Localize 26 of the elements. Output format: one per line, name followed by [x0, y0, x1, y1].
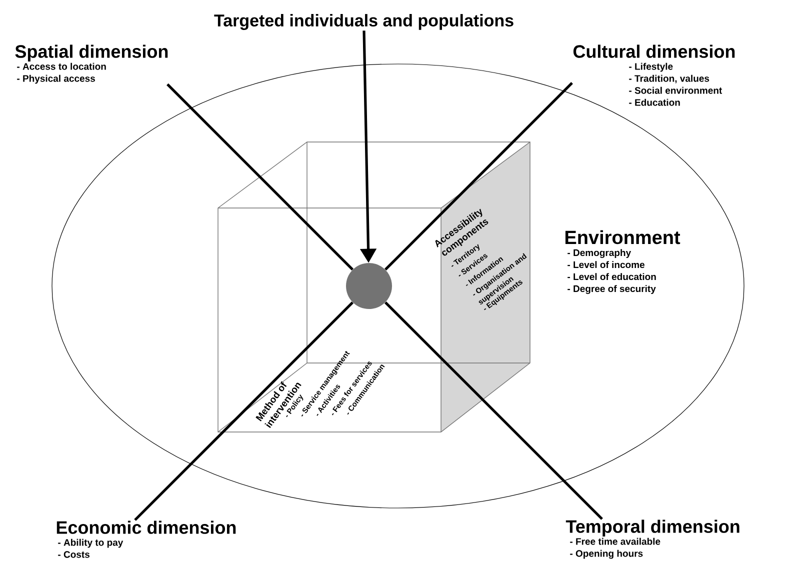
- circle: [346, 263, 392, 309]
- list-item: - Costs: [58, 551, 90, 558]
- line: [166, 83, 354, 270]
- heading: Economic dimension: [56, 520, 236, 534]
- list-item: - Social environment: [629, 86, 722, 94]
- list-item: - Lifestyle: [629, 62, 673, 72]
- list-item: - Level of income: [568, 261, 644, 268]
- heading: Spatial dimension: [15, 44, 168, 62]
- line: [134, 301, 354, 521]
- line: [384, 301, 603, 520]
- list-item: - Access to location: [17, 62, 106, 70]
- list-item: - Physical access: [17, 74, 95, 84]
- list-item: - Tradition, values: [629, 74, 710, 84]
- list-item: - Level of education: [568, 273, 656, 280]
- cube-drawing: [218, 142, 530, 432]
- list-item: - Demography: [568, 249, 632, 258]
- list-item: - Degree of security: [568, 285, 656, 294]
- list-item: - Opening hours: [570, 550, 643, 559]
- heading: Cultural dimension: [573, 44, 735, 58]
- list-item: - Free time available: [570, 538, 660, 545]
- line: [384, 82, 573, 271]
- list-item: - Education: [629, 98, 680, 106]
- heading: Environment: [565, 230, 680, 244]
- list-item: - Ability to pay: [58, 538, 124, 548]
- heading: Temporal dimension: [566, 520, 740, 536]
- heading: Targeted individuals and populations: [214, 14, 514, 30]
